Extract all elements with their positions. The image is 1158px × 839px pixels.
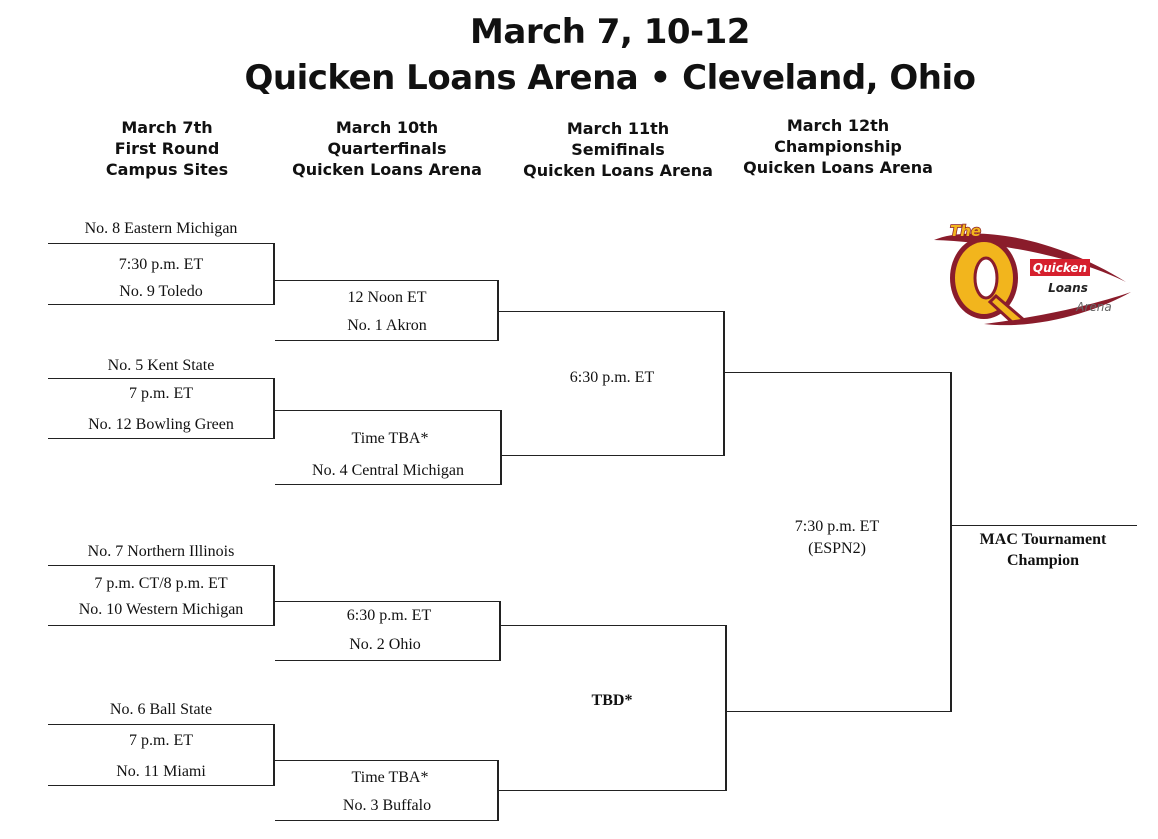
game-time: 6:30 p.m. ET [569, 369, 655, 386]
bracket-line [48, 438, 275, 439]
bracket-line [501, 625, 727, 626]
game-time: 12 Noon ET [347, 289, 427, 306]
bracket-line [275, 660, 501, 661]
bracket-line [275, 280, 499, 281]
bracket-connector [499, 601, 501, 661]
tv-network: (ESPN2) [808, 540, 866, 557]
bracket-line [48, 625, 275, 626]
team-bottom: No. 12 Bowling Green [88, 416, 234, 433]
bracket-connector [273, 565, 275, 626]
game-time: 7 p.m. ET [129, 732, 193, 749]
team-top: No. 7 Northern Illinois [87, 543, 235, 560]
column-round: Quarterfinals [327, 139, 447, 158]
column-header-first-round: March 7th First Round Campus Sites [47, 117, 287, 180]
seed-team: No. 1 Akron [347, 317, 427, 334]
team-bottom: No. 11 Miami [116, 763, 206, 780]
game-time: 7:30 p.m. ET [794, 518, 880, 535]
bracket-connector [497, 280, 499, 341]
team-top: No. 6 Ball State [109, 701, 213, 718]
game-time: 7:30 p.m. ET [118, 256, 204, 273]
bracket-connector [723, 311, 725, 456]
column-site: Campus Sites [105, 160, 229, 179]
bracket-line [275, 601, 501, 602]
logo-loans-text: Loans [1048, 281, 1088, 295]
bracket-line [48, 378, 275, 379]
column-date: March 12th [786, 116, 890, 135]
column-date: March 7th [121, 118, 213, 137]
logo-swoosh [984, 292, 1131, 326]
event-dates-title: March 7, 10-12 [470, 12, 750, 52]
bracket-line [48, 304, 275, 305]
seed-team: No. 3 Buffalo [342, 797, 432, 814]
column-round: Championship [774, 137, 902, 156]
column-round: Semifinals [571, 140, 665, 159]
game-time: Time TBA* [351, 430, 429, 447]
team-top: No. 8 Eastern Michigan [84, 220, 238, 237]
bracket-line [275, 484, 502, 485]
game-time: TBD* [591, 692, 633, 709]
bracket-line [275, 340, 499, 341]
column-header-quarterfinals: March 10th Quarterfinals Quicken Loans A… [267, 117, 507, 180]
column-date: March 11th [566, 119, 670, 138]
logo-arena-text: Arena [1075, 300, 1111, 314]
game-time: 7 p.m. ET [129, 385, 193, 402]
team-bottom: No. 9 Toledo [119, 283, 203, 300]
venue-title: Quicken Loans Arena • Cleveland, Ohio [244, 58, 976, 98]
logo-q-mark [950, 237, 1028, 324]
logo-swoosh [934, 233, 1126, 282]
game-time: Time TBA* [351, 769, 429, 786]
bracket-connector [273, 724, 275, 786]
bracket-connector [500, 410, 502, 485]
quicken-loans-arena-logo: The Quicken Loans Arena [934, 221, 1131, 326]
column-date: March 10th [335, 118, 439, 137]
game-time: 6:30 p.m. ET [346, 607, 432, 624]
bracket-connector [725, 625, 727, 791]
column-site: Quicken Loans Arena [292, 160, 482, 179]
game-time: 7 p.m. CT/8 p.m. ET [94, 575, 228, 592]
column-header-semifinals: March 11th Semifinals Quicken Loans Aren… [498, 118, 738, 181]
bracket-connector [497, 760, 499, 821]
seed-team: No. 2 Ohio [349, 636, 421, 653]
column-site: Quicken Loans Arena [743, 158, 933, 177]
bracket-line [275, 410, 502, 411]
bracket-line [48, 565, 275, 566]
logo-quicken-box [1030, 259, 1090, 276]
bracket-connector [273, 378, 275, 439]
bracket-line [499, 790, 727, 791]
team-top: No. 5 Kent State [107, 357, 215, 374]
bracket-line [48, 243, 275, 244]
bracket-line [48, 785, 275, 786]
bracket-line [952, 525, 1137, 526]
seed-team: No. 4 Central Michigan [312, 462, 464, 479]
bracket-line [48, 724, 275, 725]
column-round: First Round [114, 139, 220, 158]
column-header-championship: March 12th Championship Quicken Loans Ar… [718, 115, 958, 178]
bracket-line [725, 372, 952, 373]
champion-label: Champion [1006, 552, 1080, 569]
logo-quicken-text: Quicken [1033, 261, 1087, 275]
bracket-connector [950, 372, 952, 712]
bracket-line [275, 820, 499, 821]
column-site: Quicken Loans Arena [523, 161, 713, 180]
bracket-line [499, 311, 725, 312]
bracket-line [502, 455, 725, 456]
logo-the-text: The [950, 222, 981, 240]
bracket-line [727, 711, 952, 712]
champion-label: MAC Tournament [979, 531, 1107, 548]
team-bottom: No. 10 Western Michigan [78, 601, 244, 618]
bracket-connector [273, 243, 275, 305]
bracket-line [275, 760, 499, 761]
